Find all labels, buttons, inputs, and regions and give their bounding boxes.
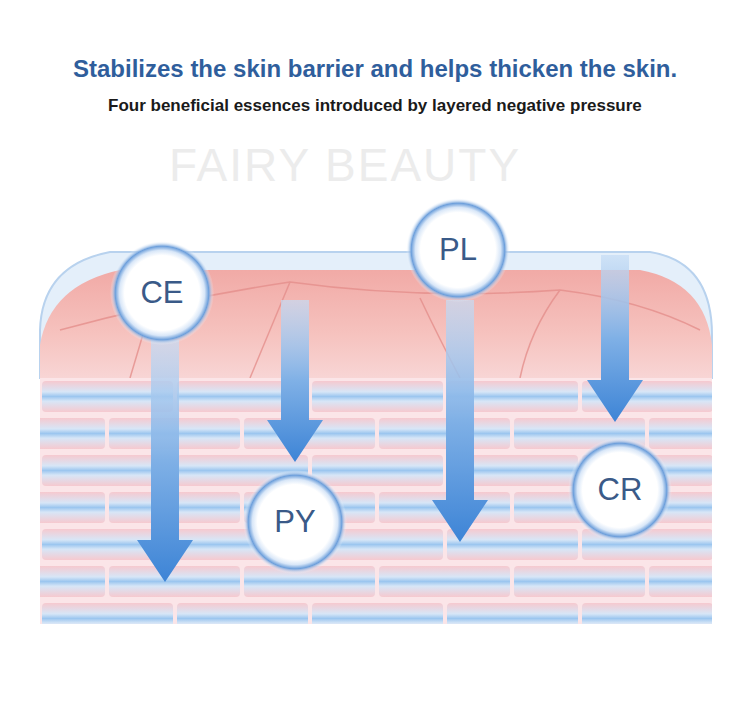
- essence-circle: PL: [406, 198, 510, 302]
- essence-label: PL: [406, 198, 510, 302]
- essence-circle: CE: [110, 241, 214, 345]
- watermark: FAIRY BEAUTY: [169, 138, 521, 192]
- title: Stabilizes the skin barrier and helps th…: [73, 55, 677, 83]
- essence-circle: PY: [243, 470, 347, 574]
- essence-label: CE: [110, 241, 214, 345]
- subtitle: Four beneficial essences introduced by l…: [108, 96, 642, 116]
- essence-circle: CR: [568, 438, 672, 542]
- essence-label: CR: [568, 438, 672, 542]
- essence-label: PY: [243, 470, 347, 574]
